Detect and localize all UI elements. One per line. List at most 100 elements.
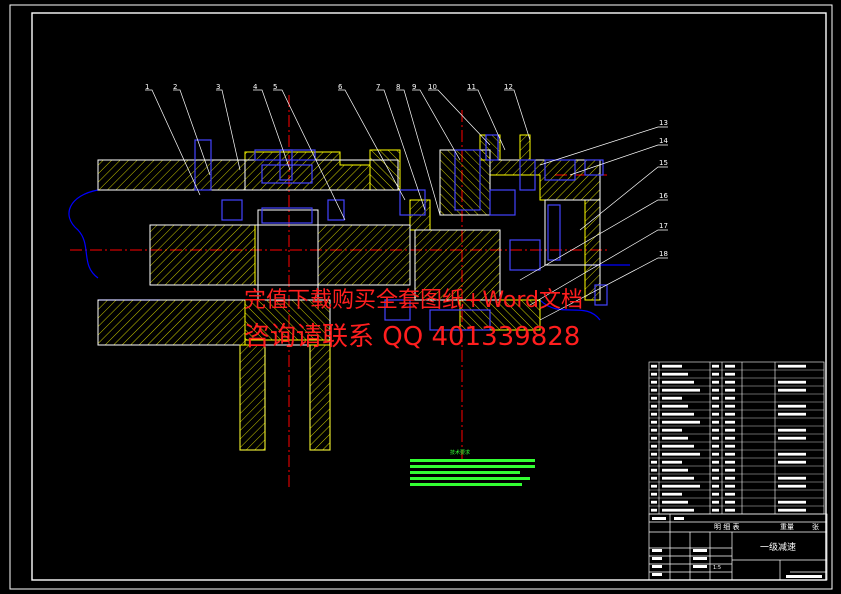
parts-cell-text (725, 372, 735, 376)
parts-list-header: 明 细 表 (714, 522, 739, 531)
parts-cell-text (725, 428, 735, 432)
balloon-13: 13 (659, 119, 668, 127)
parts-cell-text (662, 388, 700, 392)
parts-cell-text (725, 412, 735, 416)
parts-cell-text (651, 428, 657, 432)
parts-cell-text (725, 404, 735, 408)
parts-cell-text (651, 468, 657, 472)
parts-cell-text (712, 484, 719, 488)
parts-cell-text (778, 412, 806, 416)
parts-cell-text (725, 492, 735, 496)
balloon-11: 11 (467, 83, 476, 91)
balloon-12: 12 (504, 83, 513, 91)
parts-cell-text (778, 380, 806, 384)
parts-cell-text (778, 476, 806, 480)
parts-cell-text (662, 420, 700, 424)
balloon-10: 10 (428, 83, 437, 91)
parts-cell-text (662, 484, 700, 488)
parts-cell-text (651, 412, 657, 416)
parts-cell-text (712, 372, 719, 376)
parts-list-rows (649, 369, 824, 507)
balloon-9: 9 (412, 83, 416, 91)
parts-cell-text (725, 436, 735, 440)
parts-cell-text (778, 388, 806, 392)
parts-cell-text (712, 492, 719, 496)
parts-cell-text (651, 444, 657, 448)
parts-cell-text (651, 452, 657, 456)
parts-cell-text (725, 420, 735, 424)
balloon-5: 5 (273, 83, 277, 91)
parts-cell-text (778, 404, 806, 408)
parts-cell-text (651, 476, 657, 480)
parts-cell-text (725, 468, 735, 472)
parts-cell-text (662, 364, 682, 368)
balloon-2: 2 (173, 83, 177, 91)
balloon-4: 4 (253, 83, 258, 91)
parts-cell-text (651, 372, 657, 376)
part-outlines (97, 149, 601, 346)
parts-cell-text (778, 484, 806, 488)
balloon-6: 6 (338, 83, 343, 91)
scale-value: 1:5 (713, 565, 721, 571)
parts-cell-text (662, 508, 694, 512)
tech-requirements: 技术要求 (410, 449, 535, 486)
parts-cell-text (725, 484, 735, 488)
output-shaft-section (239, 344, 331, 451)
parts-cell-text (651, 380, 657, 384)
parts-cell-text (651, 460, 657, 464)
title-block-fill (652, 517, 822, 578)
parts-cell-text (662, 428, 682, 432)
parts-cell-text (725, 364, 735, 368)
sheet-label: 张 (812, 522, 819, 531)
parts-cell-text (651, 484, 657, 488)
parts-cell-text (778, 436, 806, 440)
parts-cell-text (725, 388, 735, 392)
parts-cell-text (651, 396, 657, 400)
leader-lines (145, 89, 668, 321)
parts-cell-text (651, 500, 657, 504)
parts-cell-text (725, 460, 735, 464)
title-block (648, 513, 828, 581)
balloon-16: 16 (659, 192, 668, 200)
parts-cell-text (712, 508, 719, 512)
parts-cell-text (712, 444, 719, 448)
parts-cell-text (725, 508, 735, 512)
parts-cell-text (662, 396, 682, 400)
balloon-14: 14 (659, 137, 668, 145)
parts-cell-text (712, 500, 719, 504)
parts-cell-text (725, 380, 735, 384)
parts-cell-text (725, 500, 735, 504)
parts-cell-text (662, 412, 694, 416)
balloon-17: 17 (659, 222, 668, 230)
parts-cell-text (651, 364, 657, 368)
watermark-line-1: 完值下载购买全套图纸+Word文档 (244, 288, 583, 313)
tech-requirements-title: 技术要求 (450, 449, 470, 456)
parts-cell-text (651, 420, 657, 424)
parts-cell-text (712, 364, 719, 368)
parts-cell-text (778, 452, 806, 456)
parts-cell-text (712, 388, 719, 392)
parts-cell-text (725, 444, 735, 448)
parts-cell-text (712, 380, 719, 384)
parts-cell-text (778, 428, 806, 432)
parts-cell-text (662, 476, 694, 480)
parts-cell-text (712, 420, 719, 424)
parts-cell-text (712, 396, 719, 400)
parts-cell-text (712, 436, 719, 440)
balloon-15: 15 (659, 159, 668, 167)
parts-cell-text (662, 468, 688, 472)
parts-cell-text (725, 452, 735, 456)
balloon-3: 3 (216, 83, 220, 91)
parts-list-text (651, 364, 806, 512)
parts-cell-text (662, 436, 688, 440)
outer-border (9, 4, 833, 590)
parts-cell-text (778, 364, 806, 368)
parts-cell-text (712, 468, 719, 472)
inner-border (31, 12, 827, 581)
parts-cell-text (778, 460, 806, 464)
parts-cell-text (662, 452, 700, 456)
balloon-1: 1 (145, 83, 149, 91)
parts-cell-text (662, 372, 688, 376)
parts-cell-text (712, 476, 719, 480)
